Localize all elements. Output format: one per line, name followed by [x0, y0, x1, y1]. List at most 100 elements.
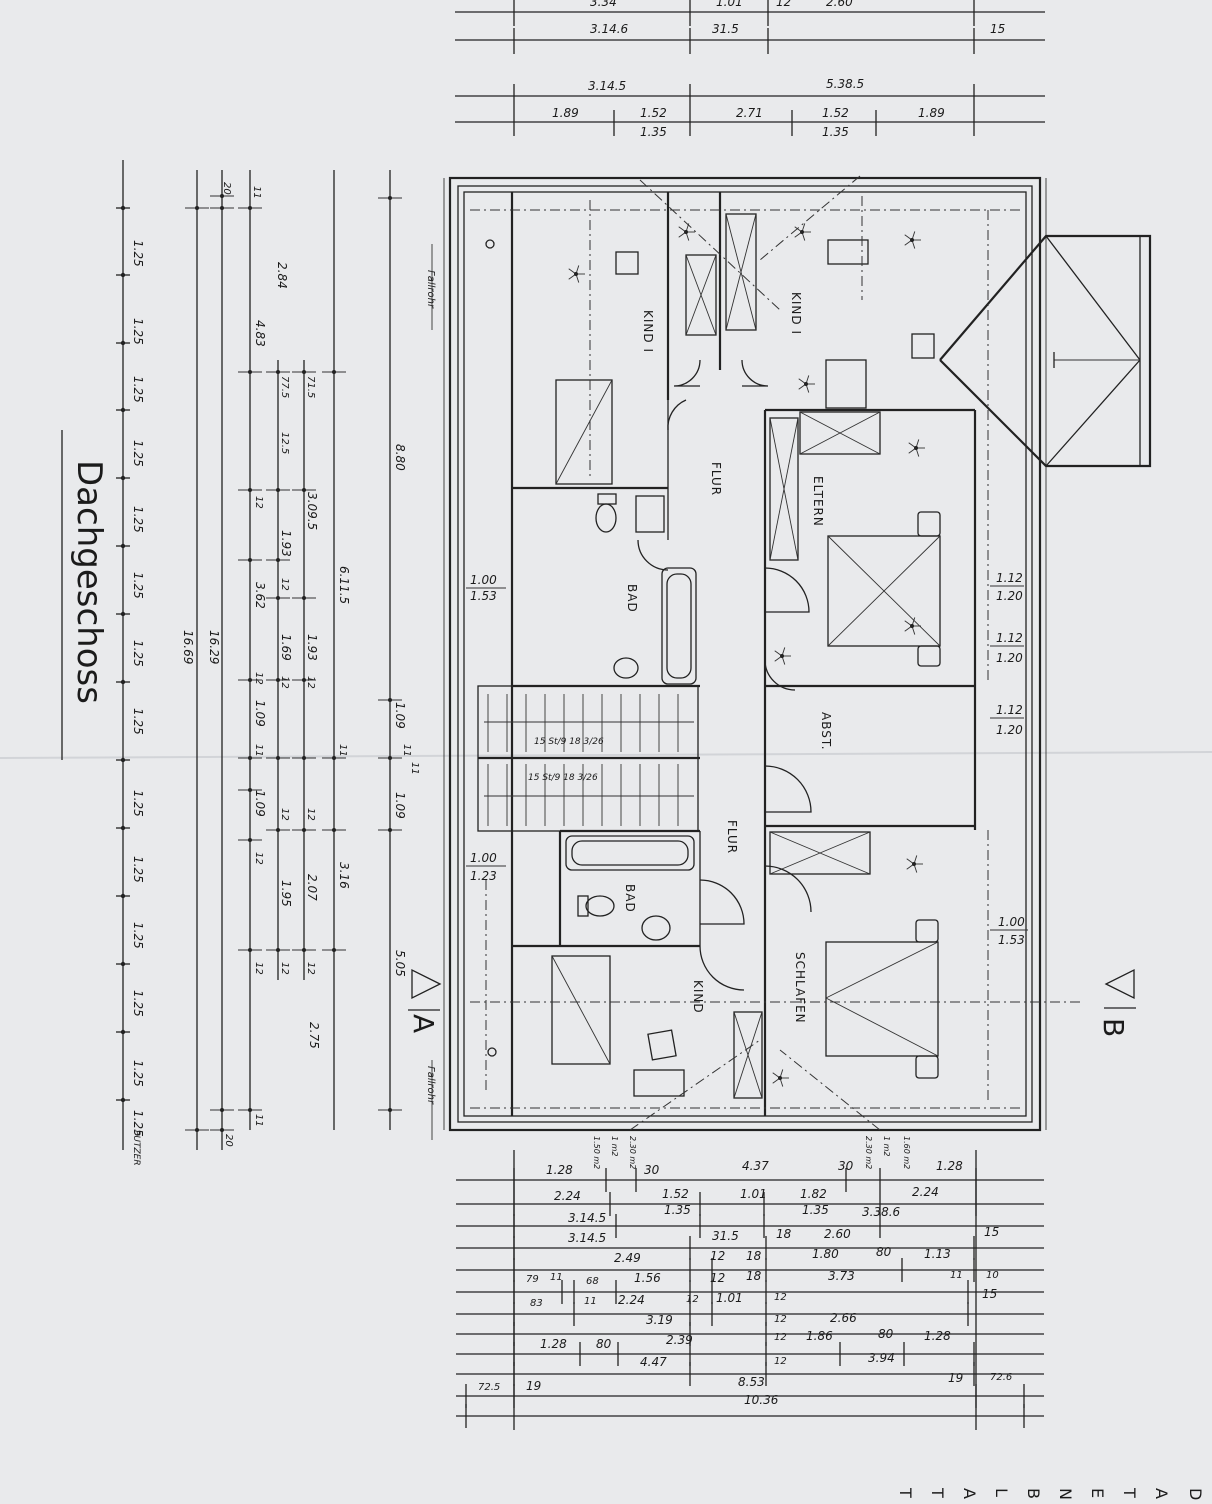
bottom-dim-label: 2.24 — [554, 1189, 581, 1203]
dim-node — [388, 756, 392, 760]
bottom-dim-label: 1.28 — [936, 1159, 963, 1173]
plant-icon — [774, 647, 791, 665]
small-area-label: 2.30 m2 — [628, 1136, 637, 1169]
chain-c-label: 12 — [305, 962, 316, 975]
chain-a-label: 11 — [253, 744, 264, 757]
bottom-dim-label: 83 — [530, 1298, 543, 1309]
top-row-label: 1.52 — [640, 106, 667, 120]
inner-left-dim-top: 1.00 — [470, 573, 497, 587]
chair — [827, 239, 869, 265]
top-row-label: 1.52 — [822, 106, 849, 120]
bottom-dim-label: 2.39 — [666, 1333, 693, 1347]
basin-bottom — [641, 915, 671, 941]
bottom-dim-label: 11 — [550, 1272, 563, 1283]
desk-kind1-left — [555, 379, 613, 485]
right-dim-top: 1.12 — [996, 571, 1023, 585]
dim-node — [120, 543, 126, 549]
right-dim-top: 1.12 — [996, 703, 1023, 717]
bottom-dim-label: 8.53 — [738, 1375, 765, 1389]
dim-node — [248, 838, 252, 842]
dim-node — [276, 370, 280, 374]
room-label-schlafen: SCHLAFEN — [793, 952, 807, 1024]
right-dim-top: 1.00 — [998, 915, 1025, 929]
bottom-dim-label: 80 — [596, 1337, 612, 1351]
room-labels: KIND I KIND I FLUR ELTERN BAD ABST. FLUR… — [425, 244, 833, 1140]
stairs-upper — [484, 694, 694, 752]
room-label-kind1-right: KIND I — [789, 292, 803, 335]
bottom-dim-label: 1.28 — [546, 1163, 573, 1177]
bottom-dim-label: 3.94 — [868, 1351, 895, 1365]
plant-icon — [568, 265, 585, 283]
room-label-kind: KIND — [691, 980, 705, 1014]
top-row-label: 1.35 — [640, 125, 667, 139]
chain-a-label: 1.09 — [253, 700, 267, 727]
chain-a-label: 12 — [253, 672, 264, 685]
small-area-label: 1.50 m2 — [592, 1136, 601, 1169]
room-label-kind1-left: KIND I — [641, 310, 655, 353]
basin-top-2 — [613, 657, 639, 679]
bay-label: PUTZER — [131, 1130, 141, 1166]
stairs-lower — [484, 764, 694, 826]
desk-kind — [551, 955, 611, 1065]
dim-node — [276, 488, 280, 492]
dim-node — [120, 205, 126, 211]
chain-a-label: 12 — [253, 496, 264, 509]
chain-e-label: 11 — [409, 762, 420, 775]
bottom-dim-label: 12 — [774, 1332, 787, 1343]
bottom-dim-label: 2.60 — [824, 1227, 851, 1241]
right-dimension-labels: 1.12 1.20 1.12 1.20 1.12 1.20 1.00 1.53 … — [466, 571, 1028, 947]
dim-node — [302, 828, 306, 832]
chain-c-label: 1.93 — [305, 634, 319, 661]
bottom-dim-label: 18 — [746, 1269, 762, 1283]
chain-b-label: 1.69 — [279, 634, 293, 661]
bay-label: 1.25 — [131, 856, 145, 883]
edge-label: 20 — [221, 182, 232, 195]
section-marker-b: B — [1097, 968, 1136, 1037]
room-label-abst: ABST. — [819, 712, 833, 751]
bottom-dim-label: 12 — [774, 1292, 787, 1303]
bottom-dim-label: 1.80 — [812, 1247, 839, 1261]
chair — [647, 1029, 677, 1061]
dim-node — [120, 825, 126, 831]
small-area-label: 1 m2 — [882, 1136, 891, 1157]
bay-label: 1.25 — [131, 1110, 145, 1137]
dim-node — [120, 340, 126, 346]
dim-node — [220, 194, 224, 198]
bay-label: 1.25 — [131, 440, 145, 467]
dim-node — [248, 756, 252, 760]
section-label-a: A — [407, 1014, 440, 1033]
dim-node — [388, 1108, 392, 1112]
bottom-dim-label: 10.36 — [744, 1393, 779, 1407]
dim-node — [120, 1097, 126, 1103]
plant-icon — [904, 617, 921, 635]
dim-node — [332, 948, 336, 952]
dim-node — [302, 370, 306, 374]
chain-a-label: 1.09 — [253, 790, 267, 817]
bay-label: 1.25 — [131, 572, 145, 599]
bottom-dim-label: 18 — [776, 1227, 792, 1241]
bottom-dim-label: 1.13 — [924, 1247, 951, 1261]
dim-node — [388, 196, 392, 200]
dim-node — [302, 756, 306, 760]
dim-node — [276, 558, 280, 562]
bay-label: 1.25 — [131, 922, 145, 949]
dim-node — [388, 828, 392, 832]
bottom-dim-label: 12 — [774, 1356, 787, 1367]
dim-node — [248, 206, 252, 210]
wardrobe-eltern-top — [799, 411, 881, 455]
right-dim-top: 1.12 — [996, 631, 1023, 645]
bathtub-top — [661, 567, 697, 685]
top-row-label: 5.38.5 — [826, 77, 864, 91]
dim-node — [120, 272, 126, 278]
bottom-dim-label: 3.38.6 — [862, 1205, 901, 1219]
top-row-label: 2.60 — [826, 0, 853, 9]
small-area-label: 1 m2 — [610, 1136, 619, 1157]
basin-top — [635, 495, 665, 533]
dim-node — [302, 488, 306, 492]
bottom-dim-label: 1.82 — [800, 1187, 827, 1201]
chain-a-label: 12 — [253, 852, 264, 865]
bottom-dim-label: 1.28 — [924, 1329, 951, 1343]
downpipe-icon — [487, 1047, 497, 1057]
chain-b-label: 77.5 — [279, 376, 290, 398]
